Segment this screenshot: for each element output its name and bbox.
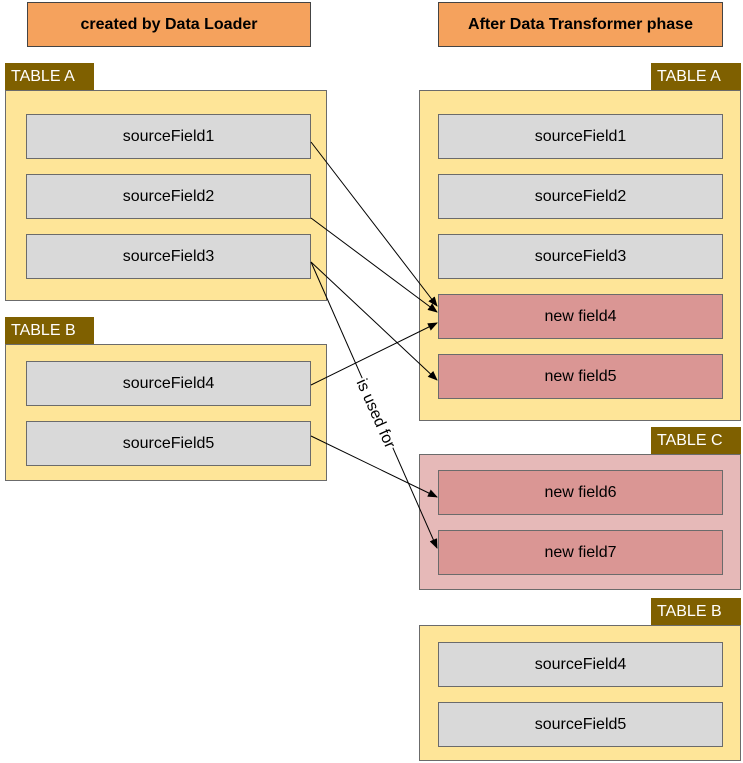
connector-field5-to-new-field6 bbox=[310, 435, 438, 498]
right-new-field-5[interactable]: new field5 bbox=[438, 354, 723, 399]
right-source-field-5[interactable]: sourceField5 bbox=[438, 702, 723, 747]
left-source-field-5[interactable]: sourceField5 bbox=[26, 421, 311, 466]
right-new-field-4[interactable]: new field4 bbox=[438, 294, 723, 339]
right-source-field-2[interactable]: sourceField2 bbox=[438, 174, 723, 219]
connector-field3-to-new-field5 bbox=[310, 261, 438, 381]
left-table-b-tag: TABLE B bbox=[5, 317, 94, 344]
left-source-field-4[interactable]: sourceField4 bbox=[26, 361, 311, 406]
left-table-a-tag: TABLE A bbox=[5, 63, 94, 90]
right-table-b-tag: TABLE B bbox=[651, 598, 741, 625]
connector-field2-to-new-field4 bbox=[310, 217, 438, 313]
connector-field4-to-new-field4 bbox=[310, 322, 438, 386]
left-source-field-1[interactable]: sourceField1 bbox=[26, 114, 311, 159]
right-source-field-4[interactable]: sourceField4 bbox=[438, 642, 723, 687]
left-source-field-2[interactable]: sourceField2 bbox=[26, 174, 311, 219]
right-table-a-tag: TABLE A bbox=[651, 63, 741, 90]
right-new-field-6[interactable]: new field6 bbox=[438, 470, 723, 515]
phase-header-data-transformer: After Data Transformer phase bbox=[438, 2, 723, 47]
left-source-field-3[interactable]: sourceField3 bbox=[26, 234, 311, 279]
right-table-c-tag: TABLE C bbox=[651, 427, 741, 454]
right-source-field-1[interactable]: sourceField1 bbox=[438, 114, 723, 159]
connector-field1-to-new-field4 bbox=[310, 141, 438, 307]
right-source-field-3[interactable]: sourceField3 bbox=[438, 234, 723, 279]
phase-header-data-loader: created by Data Loader bbox=[27, 2, 311, 47]
right-new-field-7[interactable]: new field7 bbox=[438, 530, 723, 575]
